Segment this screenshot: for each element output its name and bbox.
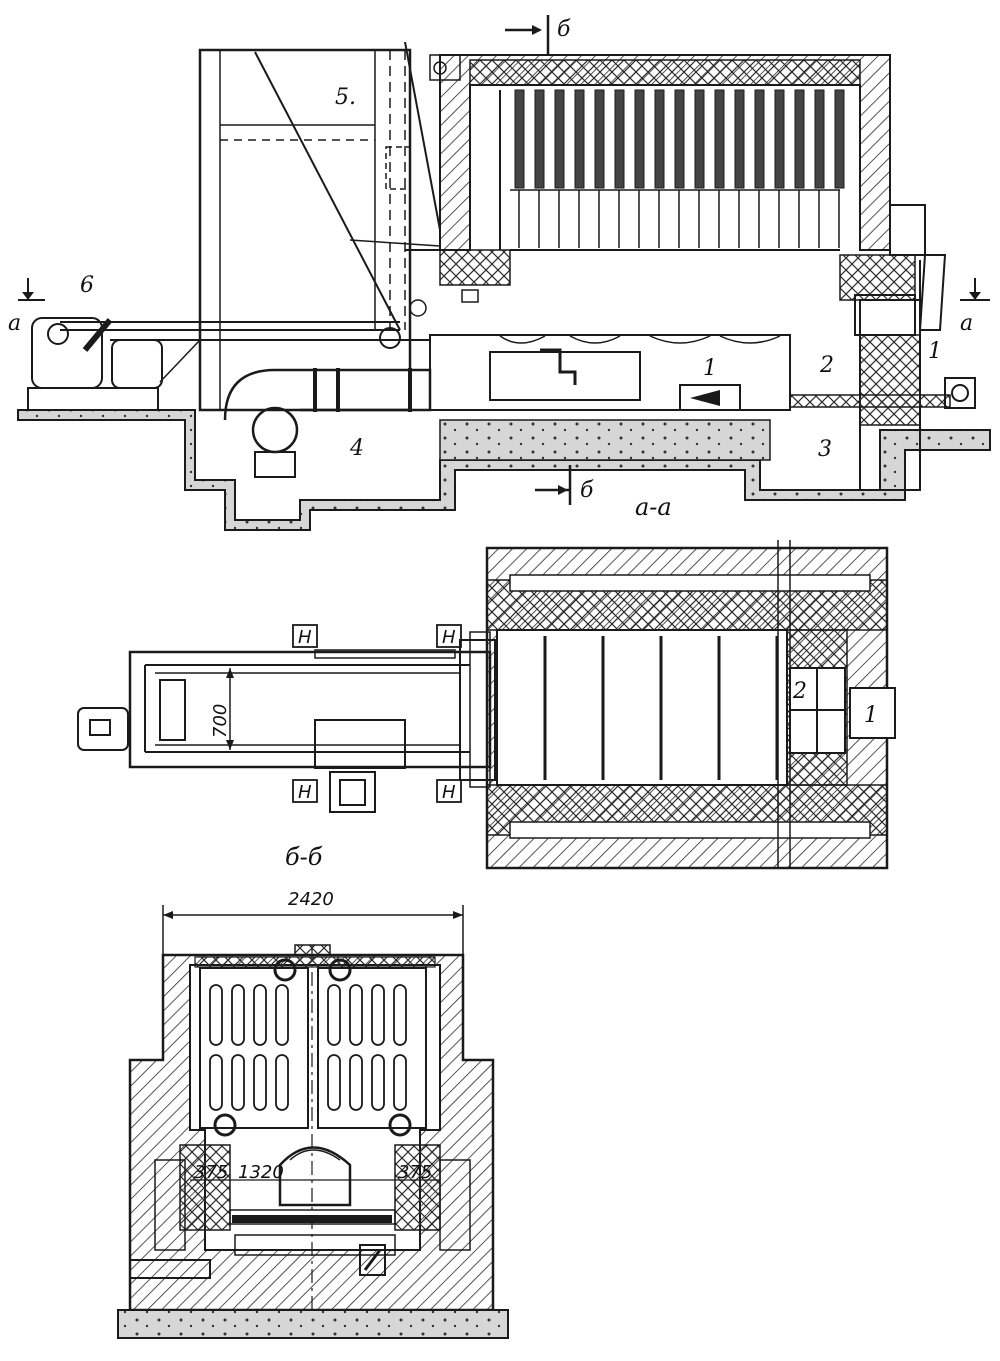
plan-callout-2: 2 [792, 679, 807, 704]
side-tube [554, 89, 565, 189]
tube-slot-upper [209, 984, 223, 1046]
side-tube [714, 89, 725, 189]
h-mark-4: Н [442, 782, 456, 803]
plan-view: 700 Н Н Н Н 2 1 б-б [77, 540, 896, 871]
tube-slot-upper [275, 984, 289, 1046]
cross-section-view: 2420 375 1320 375 [117, 889, 509, 1339]
side-tube [694, 89, 705, 189]
h-mark-1: Н [298, 627, 312, 648]
tube-slot-lower [371, 1054, 385, 1111]
side-tube [594, 89, 605, 189]
tube-slot-upper [371, 984, 385, 1046]
h-mark-2: Н [442, 627, 456, 648]
side-tube [774, 89, 785, 189]
dim-375-left: 375 [194, 1162, 228, 1183]
tube-slot-lower [253, 1054, 267, 1111]
side-tube [534, 89, 545, 189]
tube-slot-lower [275, 1054, 289, 1111]
plan-tray-dividers [543, 636, 779, 780]
callout-5: 5. [335, 85, 356, 110]
side-tube [574, 89, 585, 189]
tube-slot-lower [209, 1054, 223, 1111]
cut-a-right: а [960, 311, 973, 336]
callout-6: 6 [80, 273, 94, 298]
plan-h-marks: Н Н Н Н [292, 624, 462, 803]
tube-slot-upper [349, 984, 363, 1046]
dim-700: 700 [210, 704, 231, 738]
cut-b-top: б [557, 17, 571, 42]
callout-3: 3 [818, 437, 832, 462]
radiant-tube-slots [209, 984, 407, 1111]
tube-slot-upper [327, 984, 341, 1046]
radiant-tubes-side [514, 89, 845, 248]
fan-4 [223, 368, 432, 478]
side-tube [754, 89, 765, 189]
side-tube [734, 89, 745, 189]
side-tube [654, 89, 665, 189]
side-tube [834, 89, 845, 189]
cut-b-bottom: б [580, 478, 594, 503]
tube-slot-lower [231, 1054, 245, 1111]
flue-chamber-5 [198, 48, 412, 412]
dim-2420: 2420 [288, 889, 334, 910]
side-section-view: а а б б 6 5. 4 1 2 3 1 а-а [8, 15, 991, 531]
tube-slot-upper [393, 984, 407, 1046]
callout-1-right: 1 [928, 339, 942, 364]
foundation [17, 409, 991, 531]
dim-375-right: 375 [398, 1162, 432, 1183]
callout-4: 4 [349, 436, 364, 461]
side-tube [614, 89, 625, 189]
plan-callout-1: 1 [864, 703, 878, 728]
drive-unit-6 [27, 317, 163, 411]
side-tube [674, 89, 685, 189]
callout-2: 2 [819, 353, 834, 378]
side-tube [794, 89, 805, 189]
side-tube [634, 89, 645, 189]
side-tube [814, 89, 825, 189]
section-a-title: а-а [635, 493, 672, 521]
h-mark-3: Н [298, 782, 312, 803]
tube-slot-lower [349, 1054, 363, 1111]
cut-a-left: а [8, 311, 21, 336]
tube-slot-lower [393, 1054, 407, 1111]
dim-1320: 1320 [238, 1162, 284, 1183]
tube-slot-lower [327, 1054, 341, 1111]
tube-slot-upper [231, 984, 245, 1046]
side-tube [514, 89, 525, 189]
tube-slot-upper [253, 984, 267, 1046]
callout-1-inside: 1 [703, 356, 717, 381]
section-b-title: б-б [285, 843, 323, 871]
